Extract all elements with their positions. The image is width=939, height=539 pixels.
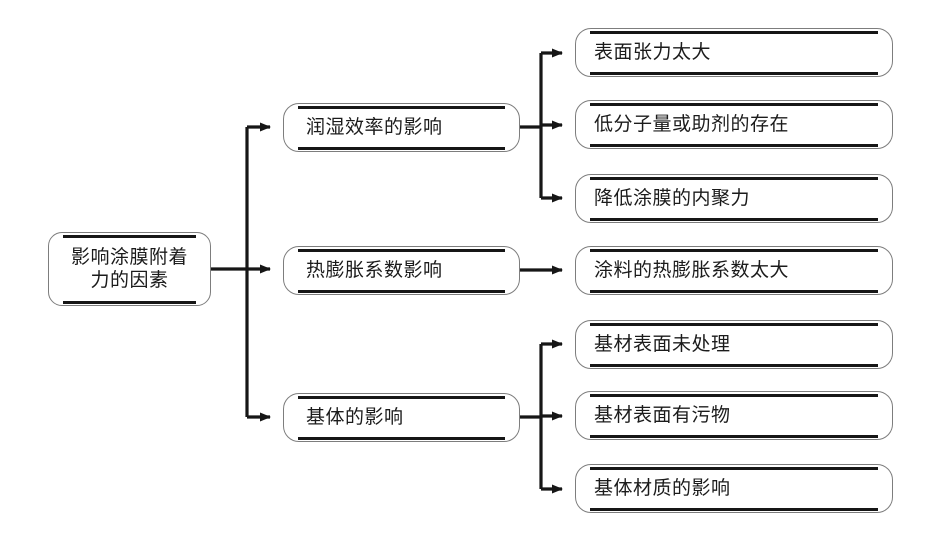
node-leaf-cohesion[interactable]: 降低涂膜的内聚力 [575, 174, 893, 223]
node-leaf-contaminant[interactable]: 基材表面有污物 [575, 391, 893, 440]
node-leaf-surface-tension-label: 表面张力太大 [594, 41, 712, 63]
node-leaf-untreated-label: 基材表面未处理 [594, 333, 731, 355]
connector-substrate-stem [520, 339, 563, 494]
node-root[interactable]: 影响涂膜附着 力的因素 [48, 232, 211, 306]
node-branch-wetting[interactable]: 润湿效率的影响 [283, 103, 520, 152]
node-leaf-contaminant-label: 基材表面有污物 [594, 404, 731, 426]
node-leaf-low-molecular[interactable]: 低分子量或助剂的存在 [575, 100, 893, 149]
connector-wetting-stem [520, 48, 563, 203]
node-leaf-coating-expansion-label: 涂料的热膨胀系数太大 [594, 259, 790, 281]
node-branch-thermal-label: 热膨胀系数影响 [306, 259, 443, 281]
node-leaf-material[interactable]: 基体材质的影响 [575, 464, 893, 513]
node-root-label: 影响涂膜附着 力的因素 [70, 246, 188, 291]
node-branch-thermal[interactable]: 热膨胀系数影响 [283, 246, 520, 295]
node-leaf-coating-expansion[interactable]: 涂料的热膨胀系数太大 [575, 246, 893, 295]
node-leaf-untreated[interactable]: 基材表面未处理 [575, 320, 893, 369]
node-leaf-low-molecular-label: 低分子量或助剂的存在 [594, 113, 790, 135]
node-leaf-cohesion-label: 降低涂膜的内聚力 [594, 187, 751, 209]
node-branch-substrate-label: 基体的影响 [306, 406, 404, 428]
node-branch-substrate[interactable]: 基体的影响 [283, 393, 520, 442]
node-branch-wetting-label: 润湿效率的影响 [306, 116, 443, 138]
node-leaf-surface-tension[interactable]: 表面张力太大 [575, 28, 893, 77]
node-leaf-material-label: 基体材质的影响 [594, 477, 731, 499]
